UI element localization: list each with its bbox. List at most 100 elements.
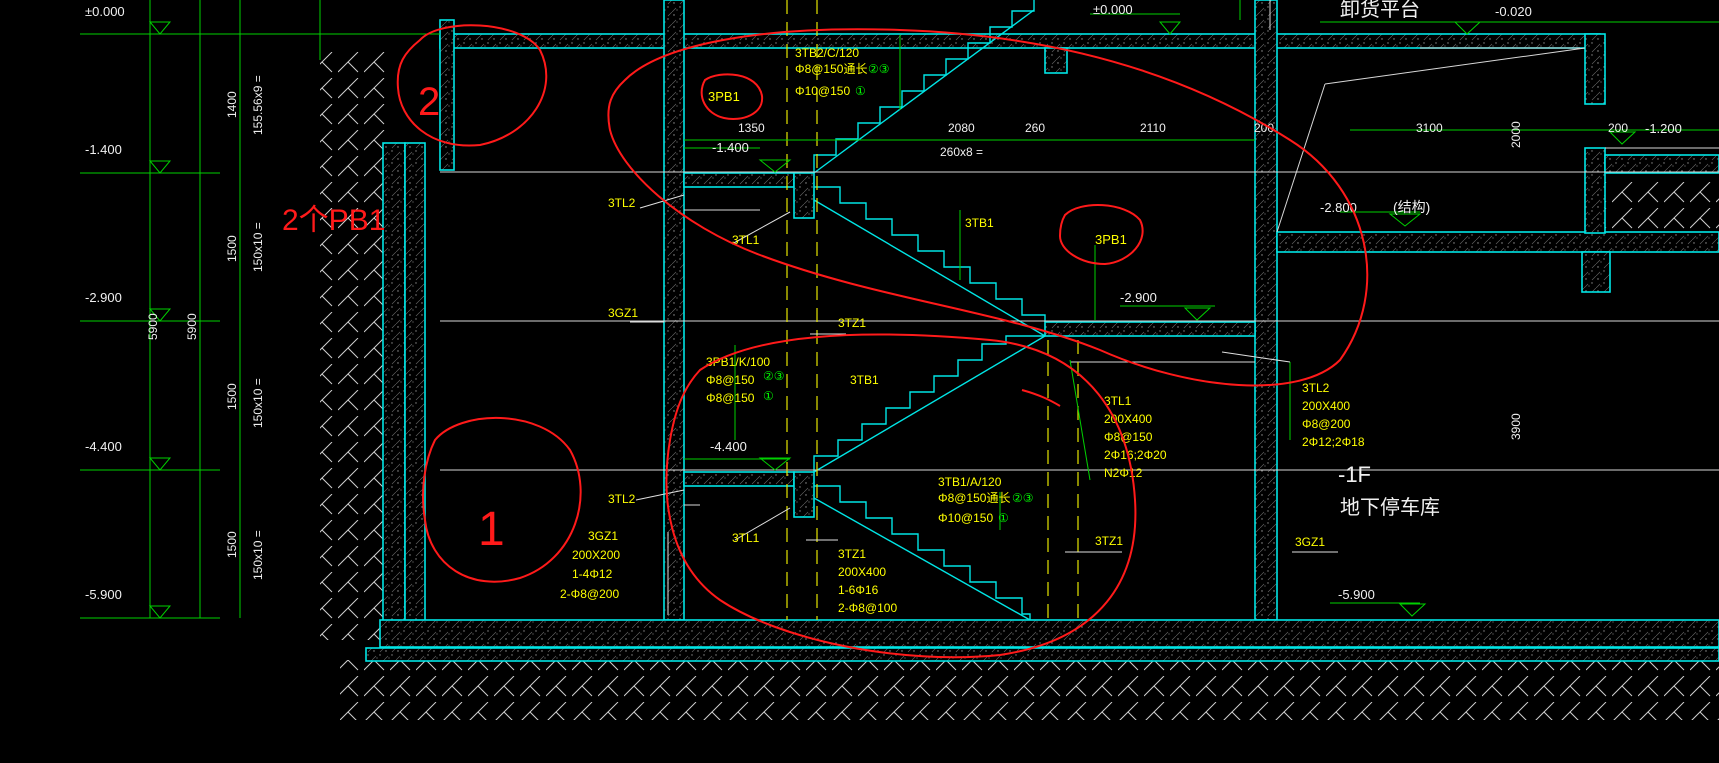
markup-ellipse-lower — [665, 333, 1137, 659]
dim-155-56x9: 155.56x9 = — [251, 75, 265, 135]
tz1-bottom-name: 3TZ1 — [838, 547, 866, 561]
tb2-rebar-2-mark: ① — [855, 84, 866, 98]
platform-label: 卸货平台 — [1340, 0, 1420, 21]
structure-label: (结构) — [1393, 199, 1430, 215]
markup-circle-1 — [422, 417, 582, 583]
markup-circle-pb1-top — [700, 73, 764, 120]
markup-label-1: 1 — [478, 503, 505, 556]
stair-flights — [813, 0, 1046, 621]
dim-1400: 1400 — [225, 91, 239, 118]
column-centerlines — [786, 0, 1079, 620]
pb1k-rebar-1: Φ8@150 — [706, 373, 755, 387]
dim-260x8: 260x8 = — [940, 145, 983, 159]
dim-3100: 3100 — [1416, 121, 1443, 135]
tl2-right-name: 3TL2 — [1302, 381, 1330, 395]
right-level-590: -5.900 — [1338, 587, 1375, 602]
dim-5900-b: 5900 — [185, 313, 199, 340]
dim-2110: 2110 — [1140, 121, 1166, 135]
pb1-top: 3PB1 — [708, 89, 740, 104]
tb2-label: 3TB2/C/120 — [795, 46, 859, 60]
red-markups — [396, 24, 1369, 659]
dim-150x10-c: 150x10 = — [251, 530, 265, 580]
mid-level-140: -1.400 — [712, 140, 749, 155]
gz1-left: 3GZ1 — [608, 306, 638, 320]
tl2-bottom: 3TL2 — [608, 492, 636, 506]
red-handwriting: 2 1 2个PB1 — [282, 80, 505, 556]
tz1-mid: 3TZ1 — [838, 316, 866, 330]
tb1a-rebar-2: Φ10@150 — [938, 511, 993, 525]
tb2-rebar-1-marks: ②③ — [868, 62, 890, 76]
tb2-rebar-2: Φ10@150 — [795, 84, 850, 98]
tl1-bottom: 3TL1 — [732, 531, 760, 545]
pb1-right: 3PB1 — [1095, 232, 1127, 247]
level-000: ±0.000 — [85, 4, 125, 19]
level-140: -1.400 — [85, 142, 122, 157]
tl2-right-size: 200X400 — [1302, 399, 1350, 413]
gz1-bottom-name: 3GZ1 — [588, 529, 618, 543]
markup-circle-pb1-right — [1058, 204, 1144, 266]
gz1-bottom-main: 1-4Φ12 — [572, 567, 613, 581]
level-590: -5.900 — [85, 587, 122, 602]
dim-1500-a: 1500 — [225, 235, 239, 262]
dim-260: 260 — [1025, 121, 1045, 135]
dimension-lines — [80, 0, 1719, 619]
pb1k-rebar-1-marks: ②③ — [763, 369, 785, 383]
tl2-right-main: 2Φ12;2Φ18 — [1302, 435, 1365, 449]
level-290: -2.900 — [85, 290, 122, 305]
leader-lines — [630, 194, 1338, 615]
tb1-top: 3TB1 — [965, 216, 994, 230]
member-labels: 3TB2/C/120 Φ8@150通长 ②③ Φ10@150 ① 3PB1 3T… — [560, 46, 1365, 615]
dim-1350: 1350 — [738, 121, 765, 135]
tl1-right-stirrup: Φ8@150 — [1104, 430, 1153, 444]
markup-label-2: 2 — [418, 80, 440, 124]
tl1-right-main: 2Φ16;2Φ20 — [1104, 448, 1167, 462]
tl1-right-side: N2Φ12 — [1104, 466, 1143, 480]
tb1a-rebar-2-mark: ① — [998, 511, 1009, 525]
right-level-120: -1.200 — [1645, 121, 1682, 136]
concrete-structure — [365, 0, 1719, 662]
dim-1500-c: 1500 — [225, 531, 239, 558]
mid-level-440: -4.400 — [710, 439, 747, 454]
mid-level-000: ±0.000 — [1093, 2, 1133, 17]
markup-ellipse-upper — [607, 28, 1369, 387]
dim-5900-a: 5900 — [146, 313, 160, 340]
right-level-280: -2.800 — [1320, 200, 1357, 215]
soil-hatch — [320, 50, 1719, 720]
level-labels-left: ±0.000 -1.400 -2.900 -4.400 -5.900 — [85, 4, 125, 602]
section-lines — [440, 0, 1719, 506]
tb1-mid: 3TB1 — [850, 373, 879, 387]
pb1k-rebar-2-mark: ① — [763, 389, 774, 403]
dim-200-b: 200 — [1608, 121, 1628, 135]
tb1a-label: 3TB1/A/120 — [938, 475, 1002, 489]
dim-150x10-a: 150x10 = — [251, 222, 265, 272]
tz1-bottom-size: 200X400 — [838, 565, 886, 579]
tl1-top: 3TL1 — [732, 233, 760, 247]
right-level-002: -0.020 — [1495, 4, 1532, 19]
dim-1500-b: 1500 — [225, 383, 239, 410]
dim-200-a: 200 — [1254, 121, 1274, 135]
tl2-right-stirrup: Φ8@200 — [1302, 417, 1351, 431]
tb1a-rebar-1-marks: ②③ — [1012, 491, 1034, 505]
horizontal-dimensions: 1350 2080 260 2110 200 3100 200 260x8 = — [738, 121, 1628, 159]
gz1-bottom-size: 200X200 — [572, 548, 620, 562]
dim-150x10-b: 150x10 = — [251, 378, 265, 428]
markup-note-pb1: 2个PB1 — [282, 204, 385, 237]
markup-circle-2 — [396, 24, 548, 147]
garage-label: 地下停车库 — [1340, 496, 1440, 519]
tb2-rebar-1: Φ8@150通长 — [795, 62, 867, 76]
tl1-right-name: 3TL1 — [1104, 394, 1132, 408]
floor-label: -1F — [1338, 462, 1371, 487]
mid-level-290: -2.900 — [1120, 290, 1157, 305]
dim-2000: 2000 — [1509, 121, 1523, 148]
dim-3900: 3900 — [1509, 413, 1523, 440]
tz1-right: 3TZ1 — [1095, 534, 1123, 548]
level-440: -4.400 — [85, 439, 122, 454]
level-labels-mid-right: ±0.000 -1.400 -2.900 -4.400 -0.020 -1.20… — [710, 0, 1682, 602]
gz1-bottom-stirrup: 2-Φ8@200 — [560, 587, 619, 601]
tz1-bottom-stirrup: 2-Φ8@100 — [838, 601, 897, 615]
pb1k-rebar-2: Φ8@150 — [706, 391, 755, 405]
dim-2080: 2080 — [948, 121, 975, 135]
tb1a-rebar-1: Φ8@150通长 — [938, 491, 1010, 505]
markup-annotation-arrow — [1021, 389, 1061, 407]
